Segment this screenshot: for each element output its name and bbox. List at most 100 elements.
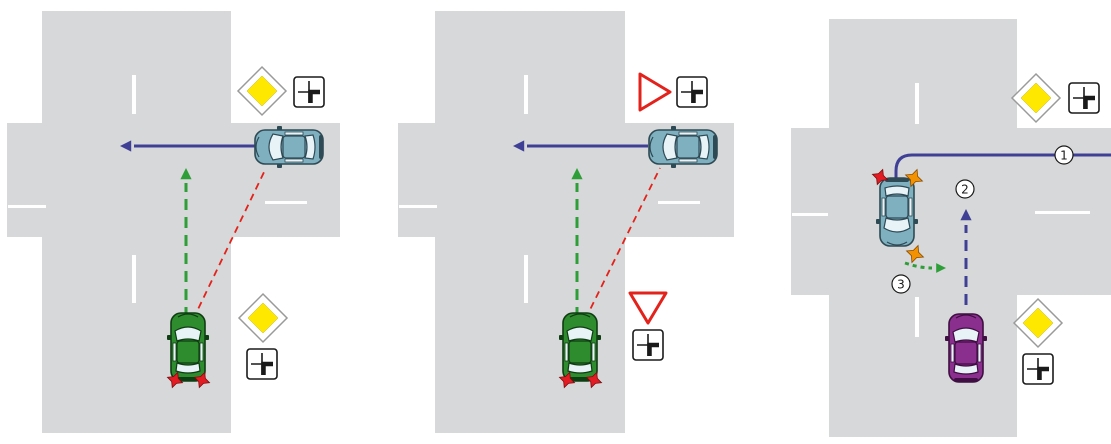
lane-marking <box>265 201 307 204</box>
arrow-head-icon <box>120 140 132 152</box>
car-bumper <box>954 378 978 382</box>
priority-road-sign-icon <box>238 293 288 343</box>
car-side-window <box>950 343 955 363</box>
route-label-3: 3 <box>891 274 911 294</box>
car-rear-window <box>567 362 593 374</box>
yield-sign-icon <box>638 72 672 112</box>
car-mirror <box>205 335 209 340</box>
car-mirror <box>671 126 676 130</box>
route-label-circle <box>1054 145 1074 165</box>
scene-1 <box>7 11 340 433</box>
car-icon <box>167 312 209 382</box>
car-side-window <box>284 158 304 163</box>
car-side-window <box>199 342 204 362</box>
car-mirror <box>876 219 880 224</box>
car-bumper <box>319 135 323 159</box>
lane-marking <box>132 75 136 114</box>
car-bumper <box>885 178 909 182</box>
car-icon <box>876 177 918 247</box>
car-hood-line <box>177 313 199 318</box>
intersection-layout-plate-icon <box>294 77 324 107</box>
car-roof <box>676 135 700 159</box>
lane-marking <box>915 297 919 337</box>
intersection-layout-plate-icon <box>247 349 277 379</box>
car-bumper <box>176 377 200 381</box>
car-mirror <box>277 126 282 130</box>
priority-road-sign-icon <box>1011 73 1061 123</box>
intersection-layout-plate-icon <box>677 77 707 107</box>
arrow-head-icon <box>571 168 583 180</box>
lane-marking <box>915 83 919 124</box>
car-mirror <box>945 336 949 341</box>
arrow-head-icon <box>180 168 192 180</box>
yield-sign-icon <box>628 291 668 325</box>
car-side-window <box>564 342 569 362</box>
car-mirror <box>167 335 171 340</box>
car-side-window <box>172 342 177 362</box>
car-mirror <box>559 335 563 340</box>
route-label-2: 2 <box>955 179 975 199</box>
car-rear-window <box>175 362 201 374</box>
sight-line <box>187 167 267 331</box>
car-mirror <box>277 164 282 168</box>
lane-marking <box>8 205 46 208</box>
car-icon <box>559 312 601 382</box>
arrow-head-icon <box>936 263 946 273</box>
car-rear-window <box>884 185 910 197</box>
car-roof <box>282 135 306 159</box>
car-rear-window <box>953 363 979 375</box>
car-side-window <box>908 197 913 217</box>
priority-road-sign-icon <box>237 66 287 116</box>
car-roof <box>568 340 592 364</box>
route-label-1: 1 <box>1054 145 1074 165</box>
car-roof <box>954 341 978 365</box>
car-windshield <box>174 326 202 342</box>
lane-marking <box>792 213 828 216</box>
car-hood-line <box>649 136 654 158</box>
arrow-head-icon <box>960 209 972 221</box>
lane-marking <box>524 255 528 303</box>
car-mirror <box>597 335 601 340</box>
intersection-layout-plate-icon <box>1069 83 1099 113</box>
car-hood-line <box>255 136 260 158</box>
car-hood-line <box>569 313 591 318</box>
car-side-window <box>678 131 698 136</box>
route-label-circle <box>955 179 975 199</box>
intersection-layout-plate-icon <box>1023 354 1053 384</box>
lane-marking <box>658 201 700 204</box>
car-icon <box>945 313 987 383</box>
arrow-head-icon <box>513 140 525 152</box>
car-hood-line <box>886 241 908 246</box>
car-side-window <box>977 343 982 363</box>
car-roof <box>885 195 909 219</box>
yield-triangle <box>638 72 672 112</box>
car-rear-window <box>304 134 316 160</box>
car-icon <box>648 126 718 168</box>
car-bumper <box>568 377 592 381</box>
intersection-layout-plate-icon <box>633 330 663 360</box>
car-mirror <box>671 164 676 168</box>
lane-marking <box>399 205 437 208</box>
car-windshield <box>268 133 284 161</box>
lane-marking <box>524 75 528 114</box>
route-label-number: 1 <box>1060 149 1068 163</box>
route-label-circle <box>891 274 911 294</box>
car-roof <box>176 340 200 364</box>
priority-road-sign-icon <box>1013 298 1063 348</box>
route-label-number: 2 <box>961 183 969 197</box>
route-1 <box>894 153 1111 178</box>
car-mirror <box>914 219 918 224</box>
car-windshield <box>883 217 911 233</box>
car-side-window <box>591 342 596 362</box>
route-3 <box>904 261 933 270</box>
car-mirror <box>983 336 987 341</box>
car-rear-window <box>698 134 710 160</box>
car-hood-line <box>955 314 977 319</box>
scene-2 <box>398 11 734 433</box>
lane-marking <box>132 255 136 303</box>
lane-marking <box>1035 211 1090 214</box>
car-icon <box>254 126 324 168</box>
car-windshield <box>952 327 980 343</box>
car-bumper <box>713 135 717 159</box>
